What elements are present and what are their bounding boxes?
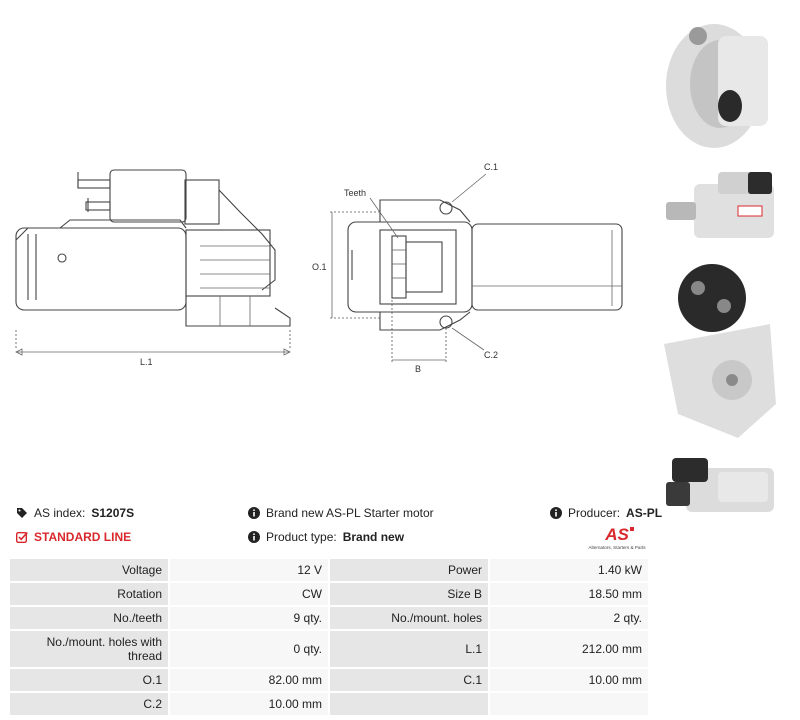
spec-value: CW — [170, 583, 330, 607]
standard-line-text: STANDARD LINE — [34, 530, 132, 544]
technical-drawing: L.1 Teeth C.1 C.2 O.1 B — [15, 162, 623, 374]
spec-key: Size B — [330, 583, 490, 607]
as-index-value: S1207S — [91, 506, 135, 520]
front-view-drawing: Teeth C.1 C.2 O.1 B — [312, 162, 623, 374]
spec-key: C.2 — [10, 693, 170, 717]
side-view-drawing: L.1 — [15, 169, 291, 367]
spec-key: C.1 — [330, 669, 490, 693]
spec-value: 212.00 mm — [490, 631, 650, 669]
spec-value: 12 V — [170, 559, 330, 583]
info-icon — [248, 531, 260, 543]
spec-key: No./mount. holes — [330, 607, 490, 631]
label-teeth: Teeth — [344, 188, 366, 198]
description-text: Brand new AS-PL Starter motor — [266, 506, 434, 520]
label-o1: O.1 — [312, 262, 327, 272]
spec-value: 82.00 mm — [170, 669, 330, 693]
spec-key: L.1 — [330, 631, 490, 669]
product-photo-3[interactable] — [658, 254, 778, 444]
label-c2: C.2 — [484, 350, 498, 360]
label-b: B — [415, 364, 421, 374]
product-photo-1[interactable] — [658, 6, 778, 156]
spec-key: Voltage — [10, 559, 170, 583]
product-type-label: Product type: — [266, 530, 337, 544]
info-icon — [248, 507, 260, 519]
product-description: Brand new AS-PL Starter motor — [248, 506, 434, 520]
as-index-label: AS index: — [34, 506, 86, 520]
as-pl-logo[interactable]: AS Alternators, Starters & Parts — [584, 524, 650, 552]
spec-key: No./mount. holes with thread — [10, 631, 170, 669]
product-photo-4[interactable] — [658, 448, 778, 528]
spec-value: 1.40 kW — [490, 559, 650, 583]
spec-key: Rotation — [10, 583, 170, 607]
producer-value: AS-PL — [626, 506, 663, 520]
label-l1: L.1 — [140, 357, 153, 367]
spec-value: 10.00 mm — [490, 669, 650, 693]
spec-key — [330, 693, 490, 717]
producer-label: Producer: — [568, 506, 621, 520]
spec-value: 9 qty. — [170, 607, 330, 631]
product-type: Product type: Brand new — [248, 530, 404, 544]
producer: Producer: AS-PL — [550, 506, 662, 520]
spec-value: 18.50 mm — [490, 583, 650, 607]
tags-icon — [17, 508, 27, 518]
as-index: AS index: S1207S — [16, 506, 134, 520]
product-photo-2[interactable] — [658, 166, 778, 246]
spec-value: 10.00 mm — [170, 693, 330, 717]
label-c1: C.1 — [484, 162, 498, 172]
checkbox-checked-icon — [16, 531, 28, 543]
logo-text: AS — [604, 525, 629, 544]
spec-key: No./teeth — [10, 607, 170, 631]
spec-key: Power — [330, 559, 490, 583]
logo-tagline: Alternators, Starters & Parts — [588, 545, 646, 550]
spec-value: 2 qty. — [490, 607, 650, 631]
product-type-value: Brand new — [342, 530, 405, 544]
spec-key: O.1 — [10, 669, 170, 693]
standard-line: STANDARD LINE — [16, 530, 131, 544]
info-icon — [550, 507, 562, 519]
spec-value — [490, 693, 650, 717]
spec-value: 0 qty. — [170, 631, 330, 669]
